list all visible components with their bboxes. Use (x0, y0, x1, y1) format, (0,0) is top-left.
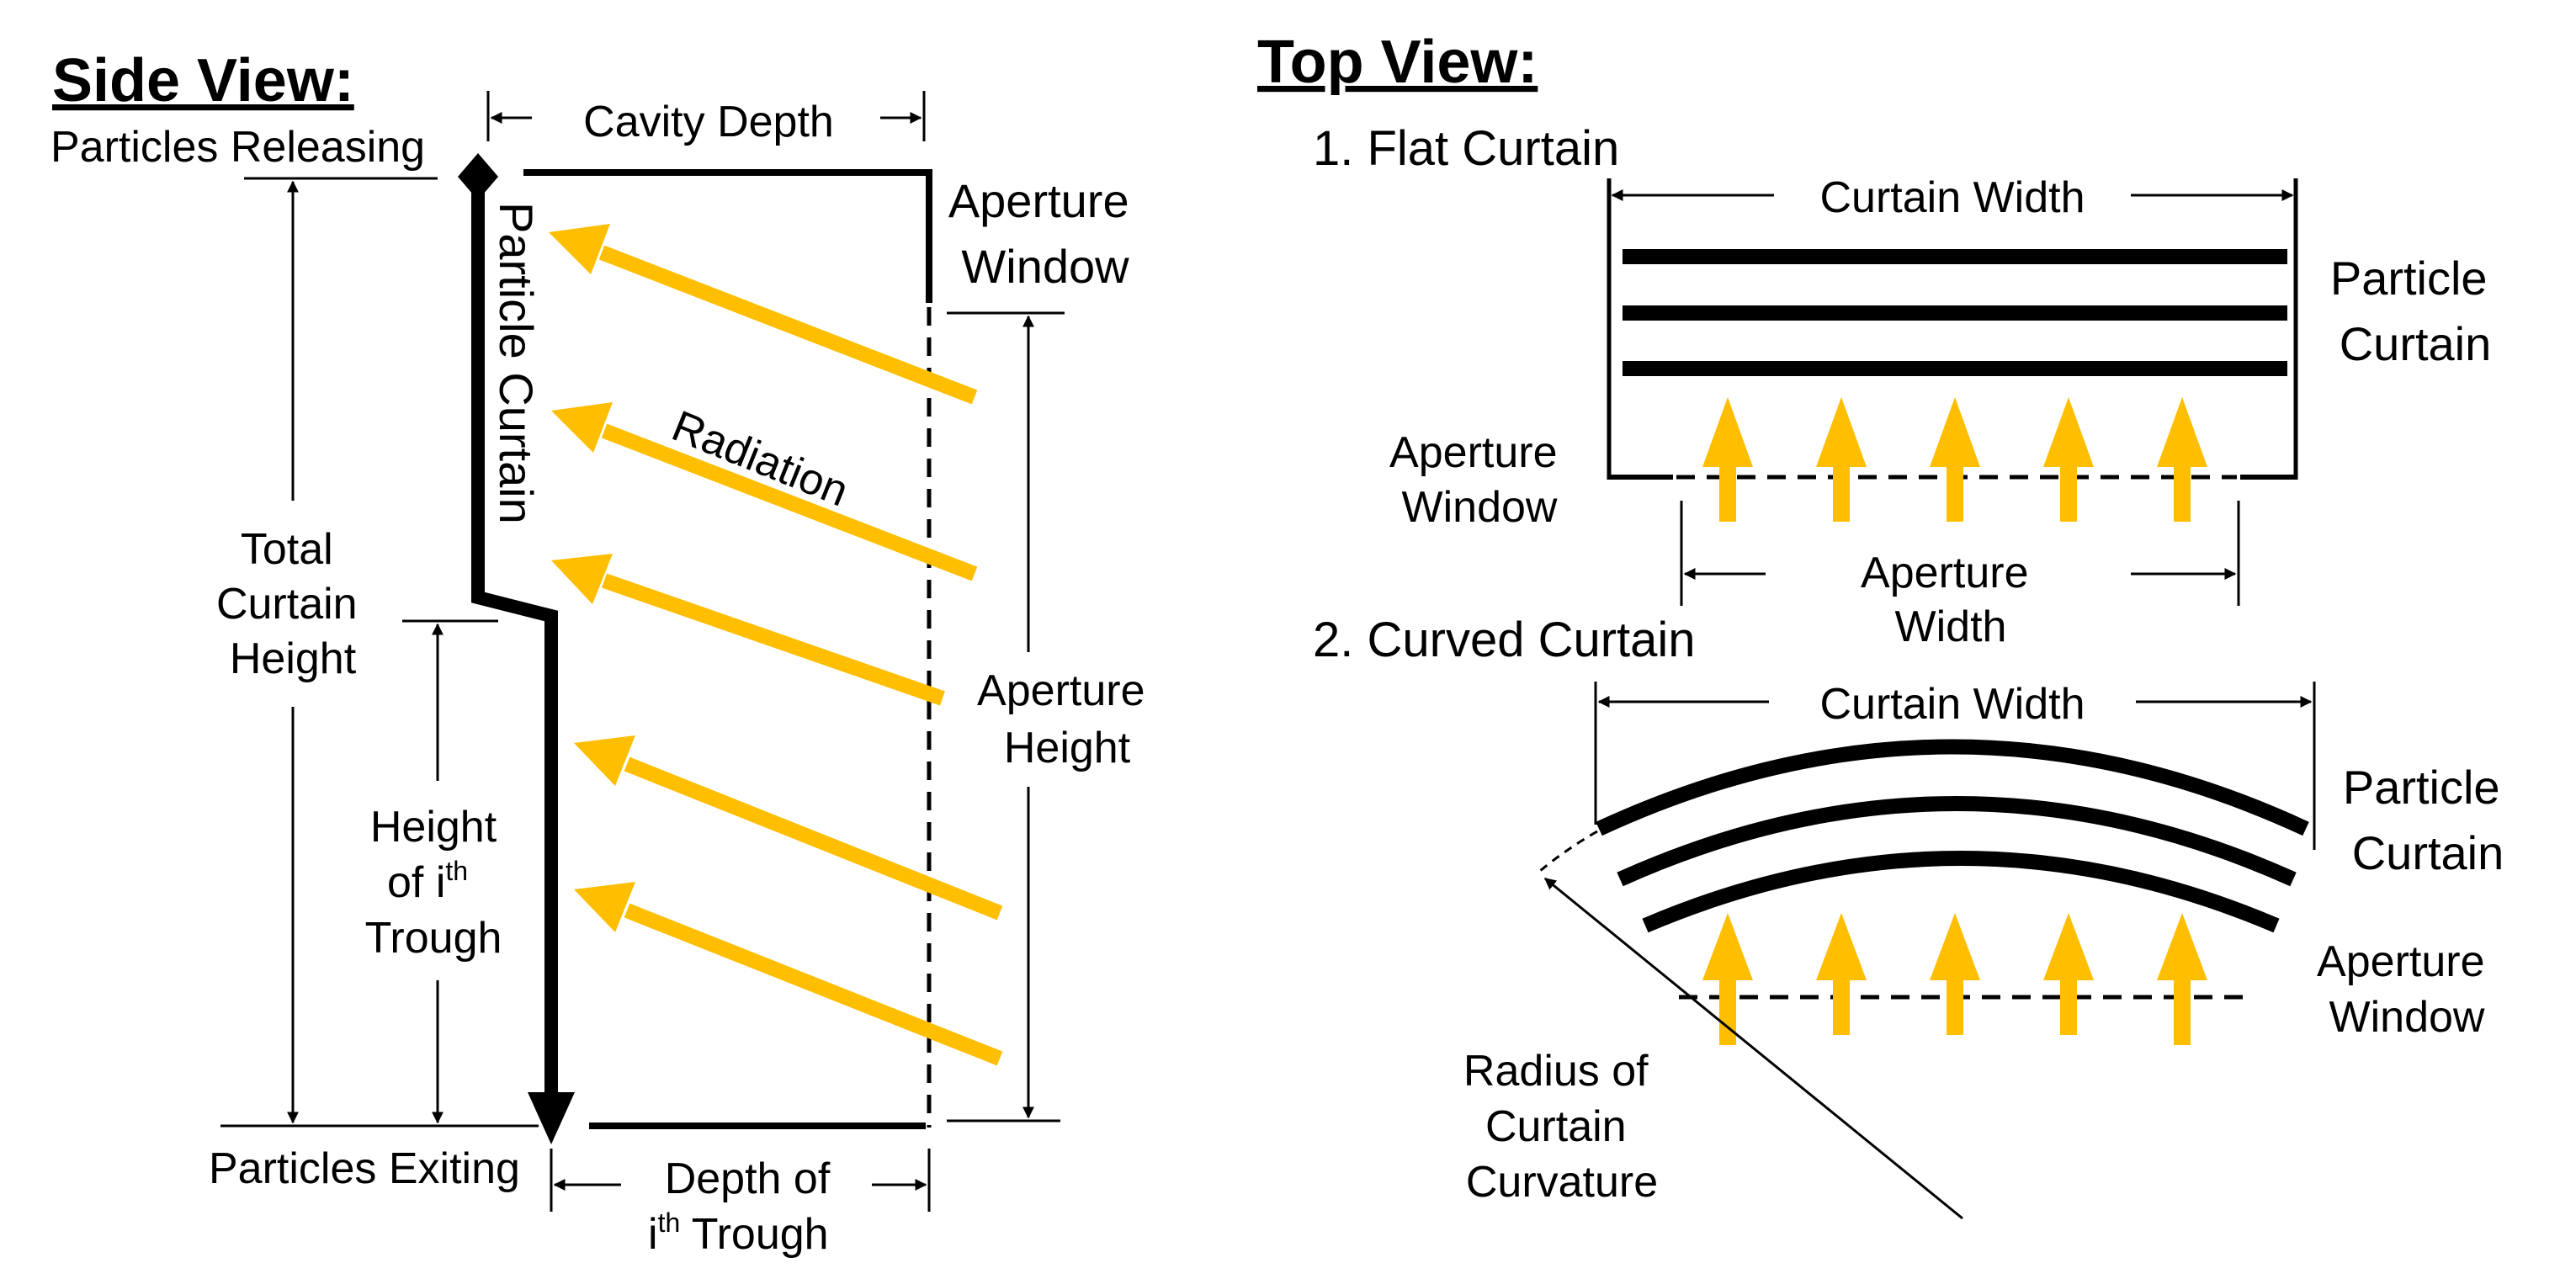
particle-curtain-label: Particle Curtain (490, 202, 543, 524)
flat-curtain-diagram: 1. Flat Curtain Curtain Width Particle C… (1313, 121, 2500, 651)
particles-release-diamond (458, 153, 498, 200)
radiation-arrowhead-icon (574, 882, 635, 932)
curved-particle-curtain-label: Particle Curtain (2343, 761, 2513, 879)
particle-exit-arrowhead-icon (528, 1092, 575, 1144)
curved-curtain-width-label: Curtain Width (1820, 680, 2085, 729)
curved-curtain-layer (1596, 739, 2309, 836)
radiation-arrow (601, 423, 978, 581)
radiation-arrow (598, 245, 978, 405)
trough-depth-dimension: Depth of ith Trough (550, 1149, 931, 1259)
radiation-arrow (602, 573, 945, 706)
particles-exiting-label: Particles Exiting (209, 1144, 520, 1193)
curved-radiation-arrows (1702, 913, 2207, 1045)
radiation-arrow (624, 903, 1003, 1066)
cavity-depth-dimension: Cavity Depth (486, 91, 926, 146)
flat-curtain-title: 1. Flat Curtain (1313, 121, 1619, 176)
flat-aperture-width-label: Aperture Width (1861, 549, 2041, 651)
curved-curtain-layer (1617, 796, 2297, 887)
side-view: Side View: Particles Releasing Cavity De… (50, 47, 1157, 1259)
curved-aperture-window-label: Aperture Window (2317, 937, 2497, 1042)
aperture-window-label: Aperture Window (948, 174, 1142, 293)
flat-particle-curtain-label: Particle Curtain (2330, 252, 2500, 370)
top-view: Top View: 1. Flat Curtain Curtain Width … (1257, 29, 2513, 1220)
radiation-arrowhead-icon (549, 224, 610, 274)
radius-of-curvature-label: Radius of Curtain Curvature (1463, 1047, 1660, 1207)
aperture-height-label: Aperture Height (977, 666, 1157, 772)
particle-curtain-line (471, 189, 558, 1102)
flat-curtain-width-label: Curtain Width (1820, 173, 2085, 222)
radiation-arrows (549, 224, 1003, 1066)
radiation-arrowhead-icon (574, 735, 635, 786)
flat-radiation-arrows (1702, 397, 2207, 522)
aperture-height-dimension: Aperture Height (947, 311, 1157, 1122)
total-curtain-height-label: Total Curtain Height (216, 525, 369, 683)
trough-height-label: Height (370, 803, 497, 852)
curvature-extension-dashed (1539, 830, 1598, 873)
particles-releasing-label: Particles Releasing (50, 123, 425, 172)
trough-height-label-line3: Trough (365, 914, 502, 963)
side-view-heading: Side View: (52, 47, 354, 114)
trough-depth-label: Depth of (665, 1154, 831, 1203)
trough-height-dimension: Height of ith Trough (365, 619, 502, 1124)
radiation-arrowhead-icon (551, 402, 613, 453)
cavity-depth-label: Cavity Depth (583, 98, 834, 146)
flat-aperture-window-label: Aperture Window (1389, 428, 1570, 532)
radiation-arrowhead-icon (551, 554, 613, 604)
radiation-arrow (624, 756, 1003, 921)
top-view-heading: Top View: (1257, 29, 1538, 96)
curved-curtain-layer (1642, 851, 2280, 933)
trough-height-label-line2: of ith (387, 856, 468, 907)
curved-curtain-title: 2. Curved Curtain (1313, 613, 1696, 667)
total-curtain-height-dimension: Total Curtain Height (216, 177, 539, 1128)
curved-curtain-diagram: 2. Curved Curtain Curtain Width Particle… (1313, 613, 2513, 1220)
radius-indicator-line (1543, 877, 1963, 1220)
trough-depth-label-line2: ith Trough (648, 1207, 829, 1259)
